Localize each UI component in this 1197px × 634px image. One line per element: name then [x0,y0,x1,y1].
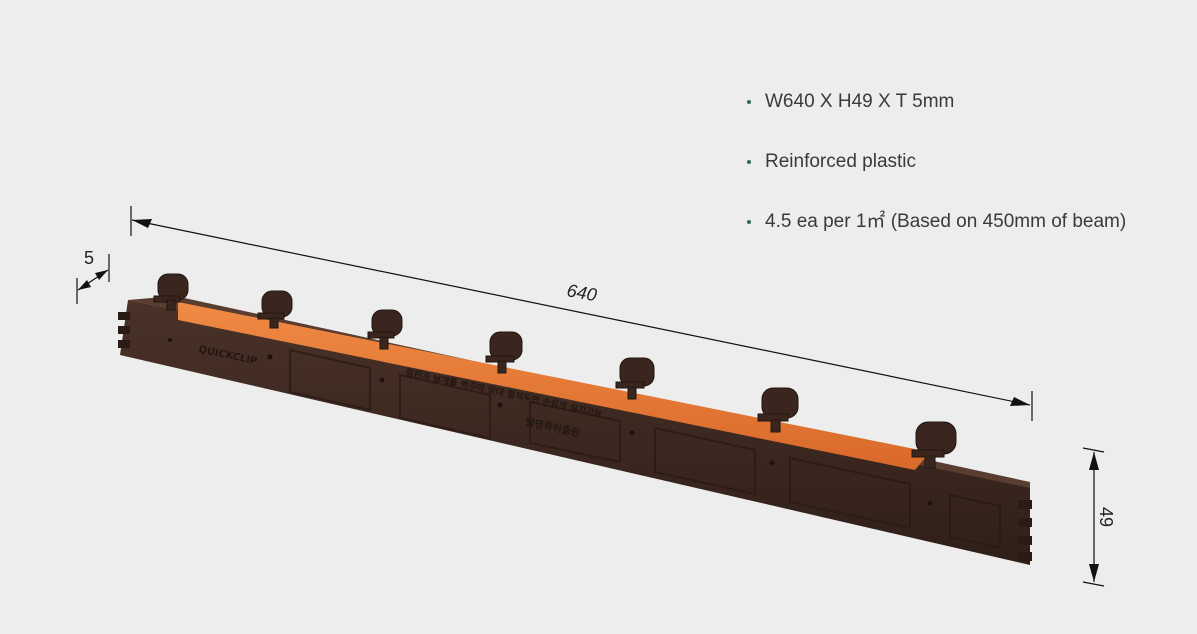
spec-material-text: Reinforced plastic [765,151,917,172]
spec-item-size: W640 X H49 X T 5mm [745,88,1126,148]
thickness-label: 5 [84,248,94,268]
clip-1 [153,273,189,311]
bullet-icon [747,160,751,164]
clip-2 [257,290,293,329]
clip-6 [757,387,799,433]
clip-3 [367,309,403,350]
spec-list: W640 X H49 X T 5mm Reinforced plastic 4.… [745,88,1126,268]
beam-rivets [168,338,933,506]
height-label: 49 [1096,507,1116,527]
spec-quantity-text: 4.5 ea per 1㎡ (Based on 450mm of beam) [765,211,1127,232]
clips [153,273,957,469]
beam-body [120,300,1030,565]
quickclip-beam: QUICKCLIP 철판과 날개를 벽주에 맞대 펼쳐두면 손쉽게 설치가능 발… [118,296,1032,565]
spec-item-quantity: 4.5 ea per 1㎡ (Based on 450mm of beam) [745,208,1126,268]
clip-5 [615,357,655,400]
spec-size-text: W640 X H49 X T 5mm [765,91,955,112]
spec-item-material: Reinforced plastic [745,148,1126,208]
beam-left-end [118,312,130,348]
bullet-icon [747,220,751,224]
beam-right-end [1018,500,1032,561]
clip-4 [485,331,523,374]
orange-strip [178,302,930,470]
length-label: 640 [565,280,598,305]
length-dimension [130,206,1033,421]
height-dimension [1082,447,1105,587]
clip-7 [911,421,957,469]
thickness-dimension [76,254,110,304]
bullet-icon [747,100,751,104]
beam-panels [289,348,1001,550]
